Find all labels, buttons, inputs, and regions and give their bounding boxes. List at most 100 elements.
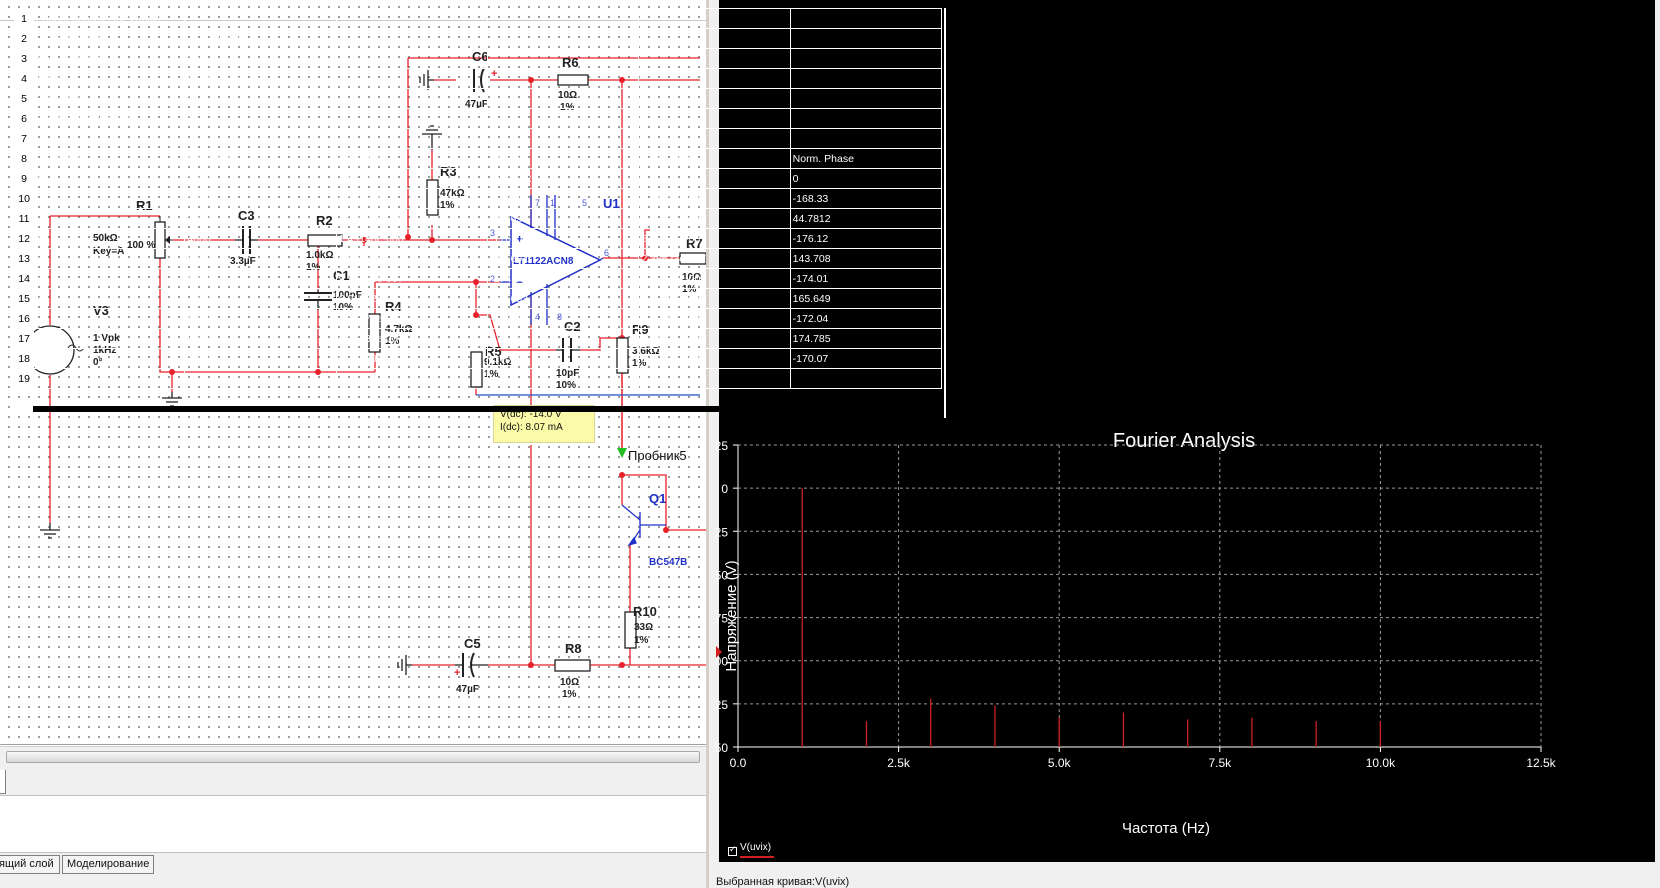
table-cell[interactable]: 174.785 [789,328,943,349]
table-cell[interactable]: 0.000115459 % [184,68,337,89]
row-number[interactable]: 11 [13,208,35,229]
table-cell[interactable]: No. Harmonics: [33,48,186,69]
row-number[interactable]: 3 [13,48,35,69]
table-cell[interactable] [335,28,489,49]
row-number[interactable]: 2 [13,28,35,49]
table-cell[interactable]: -174.01 [789,268,943,289]
table-cell[interactable] [638,368,791,389]
table-cell[interactable]: -168.33 [789,188,943,209]
table-cell[interactable]: -0.0010959 [184,28,337,49]
table-cell[interactable]: Grid size: [33,88,186,109]
table-cell[interactable] [638,68,791,89]
table-cell[interactable]: Norm. Mag [638,148,791,169]
cursor-marker-icon[interactable] [716,646,722,658]
table-cell[interactable]: 4000 [184,228,337,249]
table-cell[interactable]: 1.84322e-007 [638,188,791,209]
chart-legend[interactable]: V(uvix) [724,842,784,860]
table-cell[interactable]: 3 [33,208,186,229]
table-cell[interactable]: 143.708 [789,248,943,269]
table-cell[interactable]: 6 [33,268,186,289]
design-tab[interactable] [0,770,6,794]
row-number[interactable]: 16 [13,308,35,329]
table-cell[interactable] [33,128,186,149]
table-cell[interactable]: 1 [33,168,186,189]
table-cell[interactable]: 1000 [184,168,337,189]
tab-active-layer[interactable]: ящий слой [0,855,60,874]
table-cell[interactable]: 0 [789,168,943,189]
table-cell[interactable] [487,48,640,69]
table-cell[interactable]: 5000 [184,248,337,269]
table-cell[interactable]: 8000 [184,308,337,329]
table-cell[interactable]: -168.35 [487,188,640,209]
row-number[interactable]: 18 [13,348,35,369]
table-cell[interactable] [184,8,337,29]
table-cell[interactable] [638,8,791,29]
table-cell[interactable]: 3000 [184,208,337,229]
table-cell[interactable]: 1 [184,108,337,129]
scrollbar-thumb[interactable] [6,751,700,763]
table-cell[interactable]: 5.18946e-007 [638,228,791,249]
horizontal-scrollbar[interactable] [0,746,706,766]
table-cell[interactable] [487,128,640,149]
table-cell[interactable] [335,108,489,129]
table-cell[interactable]: 2.49567e-007 [638,308,791,329]
table-cell[interactable] [789,28,943,49]
row-number[interactable]: 5 [13,88,35,109]
table-cell[interactable]: 9000 [184,328,337,349]
table-cell[interactable]: Norm. Phase [789,148,943,169]
table-cell[interactable]: 7 [33,288,186,309]
table-cell[interactable]: 10 [184,48,337,69]
row-number[interactable]: 12 [13,228,35,249]
table-cell[interactable]: 165.633 [487,288,640,309]
row-number[interactable]: 9 [13,168,35,189]
table-cell[interactable]: 143.692 [487,248,640,269]
table-cell[interactable]: 1.49148e-006 [335,228,489,249]
table-cell[interactable]: 5.29753e-007 [335,188,489,209]
table-cell[interactable]: -176.12 [789,228,943,249]
table-cell[interactable] [335,68,489,89]
table-cell[interactable]: 4 [33,228,186,249]
table-cell[interactable]: 6.17135e-007 [335,328,489,349]
table-cell[interactable] [487,368,640,389]
row-number[interactable]: 1 [13,8,35,29]
table-cell[interactable]: Phase [487,148,640,169]
table-cell[interactable]: DC component: [33,28,186,49]
legend-checkbox[interactable] [728,844,737,856]
table-cell[interactable]: 2.14725e-007 [638,328,791,349]
table-cell[interactable]: Fourier analysis for V(uvix): [33,8,186,29]
table-cell[interactable] [638,28,791,49]
table-cell[interactable] [335,128,489,149]
table-cell[interactable] [33,368,186,389]
table-cell[interactable] [638,108,791,129]
table-cell[interactable]: 256 [184,88,337,109]
table-cell[interactable] [487,108,640,129]
table-cell[interactable]: 9.55464e-007 [335,268,489,289]
table-cell[interactable]: 3.32443e-007 [638,268,791,289]
table-cell[interactable]: Harmonic [33,148,186,169]
table-cell[interactable] [487,88,640,109]
table-cell[interactable]: -176.14 [487,228,640,249]
table-cell[interactable]: 1 [638,168,791,189]
table-cell[interactable]: Frequency [184,148,337,169]
table-cell[interactable] [789,68,943,89]
tab-simulation[interactable]: Моделирование [62,855,154,874]
table-cell[interactable] [335,88,489,109]
row-number[interactable]: 10 [13,188,35,209]
table-cell[interactable]: Magnitude [335,148,489,169]
table-cell[interactable]: 8 [33,308,186,329]
table-cell[interactable]: 2 [33,188,186,209]
table-cell[interactable] [335,8,489,29]
table-cell[interactable] [789,8,943,29]
table-cell[interactable]: 6.80069e-007 [335,248,489,269]
table-cell[interactable]: THD: [33,68,186,89]
table-cell[interactable] [184,128,337,149]
table-cell[interactable]: 9 [33,328,186,349]
table-cell[interactable]: 2.33007e-006 [335,208,489,229]
table-cell[interactable] [335,368,489,389]
table-cell[interactable]: 1.99435e-007 [638,348,791,369]
table-cell[interactable] [638,48,791,69]
table-cell[interactable]: 165.649 [789,288,943,309]
table-cell[interactable]: 6.91232e-007 [335,288,489,309]
table-cell[interactable]: Interpolation Degree: [33,108,186,129]
table-cell[interactable]: 2.40507e-007 [638,288,791,309]
